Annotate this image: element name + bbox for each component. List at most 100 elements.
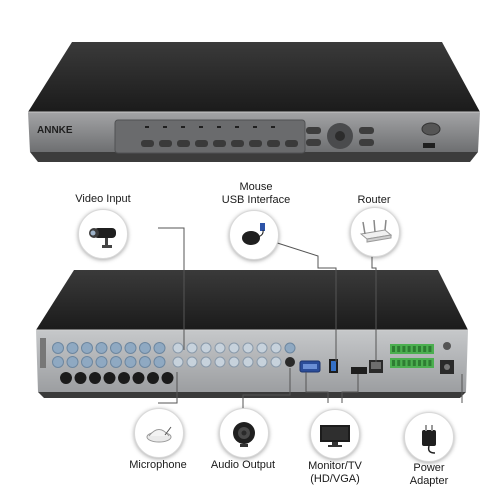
monitor-icon <box>320 425 350 447</box>
rca-connector <box>186 356 198 368</box>
rca-connector <box>256 342 268 354</box>
black-plug <box>103 372 116 384</box>
status-led-row <box>145 126 275 128</box>
black-plug <box>89 372 101 384</box>
video-camera-callout <box>78 209 128 259</box>
speaker-callout <box>219 408 269 458</box>
rca-connector <box>200 342 212 354</box>
black-plug <box>147 372 159 384</box>
rca-connector <box>214 342 226 354</box>
brand-logo: ANNKE <box>37 125 73 136</box>
rca-connector <box>270 356 282 368</box>
microphone-line <box>158 372 178 404</box>
video-input-bnc-row-top <box>52 342 166 354</box>
status-led <box>199 126 203 128</box>
rear-grill <box>40 338 46 368</box>
menu-button <box>306 127 321 134</box>
power-button <box>421 122 441 136</box>
terminal-strip <box>390 344 434 354</box>
front-button <box>177 140 190 147</box>
front-button <box>141 140 154 147</box>
status-led <box>271 126 275 128</box>
front-button <box>159 140 172 147</box>
bullet-camera-icon <box>89 228 116 248</box>
vga-line <box>305 372 329 403</box>
stop-button <box>359 139 374 146</box>
bnc-connector <box>95 342 108 354</box>
rca-connector <box>172 342 184 354</box>
record-button <box>359 127 374 134</box>
front-button <box>231 140 244 147</box>
rca-connector <box>228 356 240 368</box>
dvr-front-view: ANNKE <box>28 42 480 162</box>
terminal-strip <box>390 358 434 368</box>
status-led <box>253 126 257 128</box>
rca-connector <box>186 342 198 354</box>
rca-connector <box>242 342 254 354</box>
rca-connector <box>172 356 184 368</box>
front-button-row <box>141 140 298 147</box>
video-input-label: Video Input <box>75 193 131 205</box>
audio-input-plug-row <box>60 372 174 384</box>
audio-output-line <box>242 368 291 414</box>
rca-connector <box>228 342 240 354</box>
bnc-connector <box>66 356 79 368</box>
dvr-front-base <box>30 152 478 162</box>
front-button <box>213 140 226 147</box>
bnc-connector <box>124 356 137 368</box>
status-led <box>235 126 239 128</box>
mouse-callout <box>229 210 279 260</box>
rca-connector <box>242 356 254 368</box>
power-label-line2: Adapter <box>409 475 449 487</box>
dvr-back-view <box>36 270 468 398</box>
bnc-connector <box>52 356 64 368</box>
rca-connector <box>256 356 268 368</box>
front-control-bezel <box>114 119 306 154</box>
bnc-connector <box>284 342 296 354</box>
bnc-connector <box>124 342 137 354</box>
usb-mouse-line <box>267 239 337 362</box>
bnc-connector <box>95 356 108 368</box>
front-button <box>195 140 208 147</box>
hdmi-port <box>351 367 367 374</box>
bnc-connector <box>52 342 64 354</box>
bnc-connector <box>153 356 166 368</box>
front-button <box>267 140 280 147</box>
hdmi-line <box>341 374 359 403</box>
router-label: Router <box>357 194 391 206</box>
alarm-terminal-block <box>390 344 434 368</box>
monitor-label-line2: (HD/VGA) <box>310 473 360 485</box>
bnc-connector <box>81 356 93 368</box>
black-plug <box>60 372 72 384</box>
mouse-icon <box>242 223 265 245</box>
status-led <box>217 126 221 128</box>
rca-connector <box>200 356 212 368</box>
power-adapter-callout <box>404 412 454 462</box>
mouse-label: Mouse <box>239 181 273 193</box>
monitor-label-line1: Monitor/TV <box>308 460 362 472</box>
black-plug <box>118 372 130 384</box>
front-button <box>285 140 298 147</box>
black-plug <box>161 372 174 384</box>
rca-connector <box>214 356 226 368</box>
power-label-line1: Power <box>413 462 445 474</box>
usb-interface-label: USB Interface <box>221 194 291 206</box>
speaker-icon <box>233 422 255 447</box>
router-icon <box>359 219 393 243</box>
dvr-top-cover <box>28 42 480 112</box>
rca-connector <box>270 342 282 354</box>
monitor-callout <box>310 409 360 459</box>
audio-out-jack <box>285 357 295 367</box>
bnc-connector <box>139 342 151 354</box>
status-led <box>145 126 149 128</box>
video-input-bnc-row-bottom <box>52 356 166 368</box>
bnc-connector <box>66 342 79 354</box>
power-adapter-icon <box>422 425 436 454</box>
ground-screw <box>443 342 451 350</box>
black-plug <box>74 372 87 384</box>
bnc-connector <box>153 342 166 354</box>
front-usb-port <box>423 143 435 148</box>
dvr-back-top-cover <box>36 270 468 330</box>
status-led <box>163 126 167 128</box>
